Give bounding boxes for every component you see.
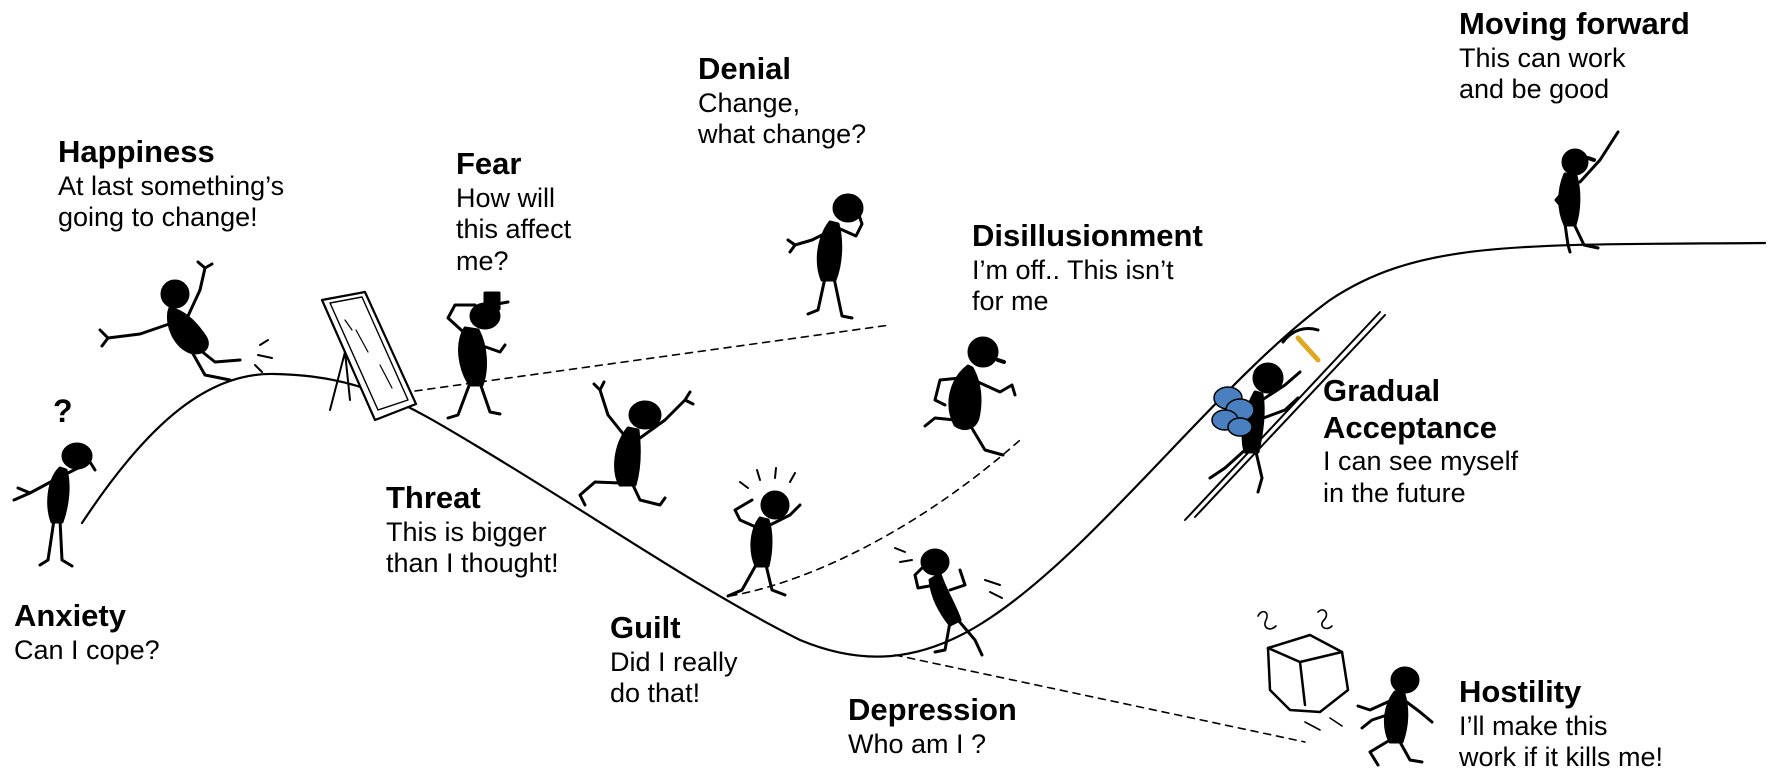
stage-label-moving-forward: Moving forward This can work and be good [1459, 6, 1690, 106]
stage-title: Disillusionment [972, 218, 1203, 253]
stage-label-disillusionment: Disillusionment I’m off.. This isn’t for… [972, 218, 1203, 318]
stage-title: Depression [848, 692, 1017, 727]
person-figure-icon [1554, 130, 1620, 254]
mirror-icon [320, 290, 418, 422]
climbing-rope-2 [1194, 314, 1386, 518]
stage-label-hostility: Hostility I’ll make this work if it kill… [1459, 674, 1663, 774]
stage-title: Hostility [1459, 674, 1582, 709]
stage-text: Who am I ? [848, 728, 987, 759]
stage-title: Gradual Acceptance [1323, 373, 1498, 445]
stage-title: Fear [456, 146, 522, 181]
stage-label-denial: Denial Change, what change? [698, 51, 866, 151]
person-figure-icon [894, 547, 1003, 657]
question-mark: ? [53, 393, 73, 429]
backpack-icon [1211, 386, 1255, 437]
stage-text: This can work and be good [1459, 42, 1626, 105]
disillusionment-dashed-line [729, 439, 1021, 597]
stage-text: I can see myself in the future [1323, 446, 1519, 509]
stage-title: Guilt [610, 610, 681, 645]
stage-title: Threat [386, 480, 481, 515]
person-figure-icon [1208, 362, 1302, 494]
stage-label-depression: Depression Who am I ? [848, 692, 1017, 760]
stage-text: Did I really do that! [610, 646, 738, 709]
stage-label-anxiety: Anxiety Can I cope? [14, 598, 160, 666]
stage-text: Change, what change? [698, 87, 867, 150]
stage-label-happiness: Happiness At last something’s going to c… [58, 134, 284, 234]
person-figure-icon [726, 467, 802, 598]
stage-text: How will this affect me? [456, 182, 572, 277]
stage-text: I’m off.. This isn’t for me [972, 254, 1174, 317]
hostility-dashed-line [894, 654, 1306, 743]
rock-icon [1257, 609, 1350, 731]
stage-text: Can I cope? [14, 634, 160, 665]
person-figure-icon [786, 193, 864, 320]
change-curve [80, 241, 1767, 658]
stage-title: Moving forward [1459, 6, 1690, 41]
person-figure-icon [923, 336, 1017, 457]
person-figure-icon [12, 442, 97, 568]
stage-text: I’ll make this work if it kills me! [1459, 710, 1664, 773]
pickaxe-icon [1281, 327, 1321, 363]
stage-label-guilt: Guilt Did I really do that! [610, 610, 738, 710]
person-figure-icon [1356, 666, 1434, 767]
denial-dashed-line [414, 324, 891, 392]
stage-title: Anxiety [14, 598, 126, 633]
person-figure-icon [578, 380, 695, 507]
stage-text: This is bigger than I thought! [386, 516, 559, 579]
stage-title: Denial [698, 51, 792, 86]
climbing-rope [1184, 311, 1381, 521]
stage-text: At last something’s going to change! [58, 170, 285, 233]
stage-label-fear: Fear How will this affect me? [456, 146, 571, 278]
person-figure-icon [98, 260, 273, 382]
stage-label-threat: Threat This is bigger than I thought! [386, 480, 559, 580]
stage-title: Happiness [58, 134, 215, 169]
person-figure-icon [446, 291, 510, 420]
stage-label-gradual-acceptance: Gradual Acceptance I can see myself in t… [1323, 373, 1518, 510]
